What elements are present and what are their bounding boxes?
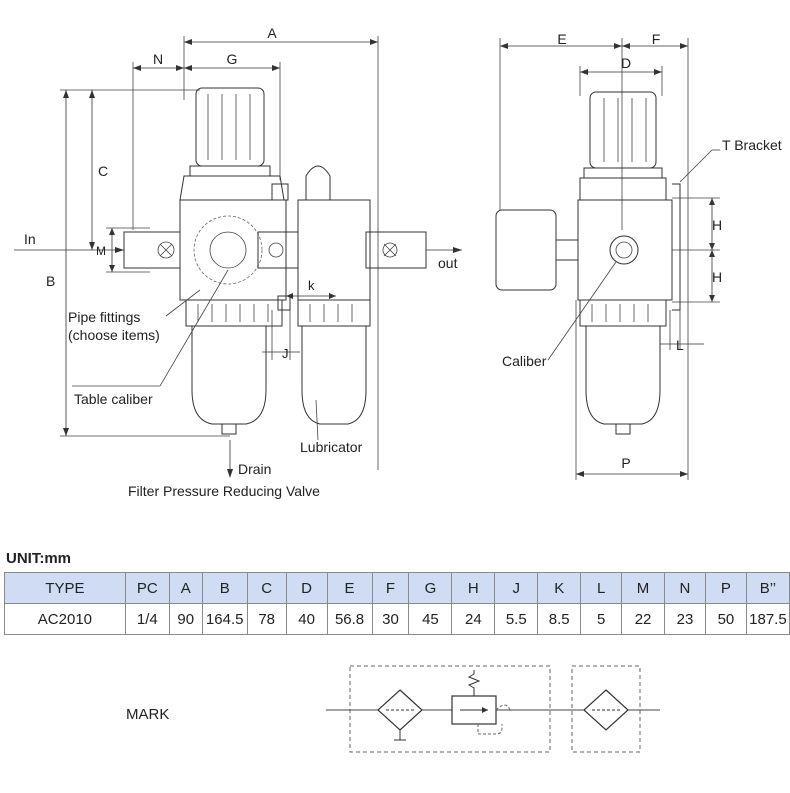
table-header-row: TYPE PC A B C D E F G H J K L M N P B’’: [4, 572, 790, 604]
dim-label-p: P: [621, 455, 630, 471]
table-header-cell: G: [408, 572, 453, 604]
table-cell: 45: [408, 603, 453, 635]
lubricator-label: Lubricator: [300, 439, 363, 455]
side-leader-lines: [547, 149, 720, 361]
dim-label-l: L: [676, 337, 684, 353]
pipe-fittings-sub-label: (choose items): [68, 327, 160, 343]
technical-drawing: A G N C B M k J In out Pipe fittings (ch…: [14, 25, 782, 499]
dim-label-a: A: [267, 25, 277, 41]
table-header-cell: N: [664, 572, 706, 604]
leader-lines: [72, 269, 319, 441]
dim-label-h-upper: H: [712, 217, 722, 233]
table-header-cell: B: [201, 572, 248, 604]
table-cell: 78: [246, 603, 287, 635]
table-header-cell: PC: [124, 572, 170, 604]
dim-label-c: C: [98, 163, 108, 179]
dim-label-h-lower: H: [712, 269, 722, 285]
table-caliber-label: Table caliber: [74, 391, 153, 407]
dim-label-e: E: [557, 31, 566, 47]
spec-table: TYPE PC A B C D E F G H J K L M N P B’’ …: [4, 572, 790, 635]
lubricator-symbol: [583, 689, 629, 731]
filter-symbol: [377, 689, 423, 741]
table-cell: 30: [371, 603, 410, 635]
table-header-cell: H: [451, 572, 496, 604]
dim-label-d: D: [621, 55, 631, 71]
table-header-cell: F: [371, 572, 410, 604]
table-header-cell: K: [537, 572, 582, 604]
lubricator-body: [277, 165, 427, 425]
table-row: AC2010 1/4 90 164.5 78 40 56.8 30 45 24 …: [4, 603, 790, 635]
frl-enclosure: [349, 665, 551, 753]
table-cell: 5: [580, 603, 623, 635]
t-bracket-label: T Bracket: [722, 137, 782, 153]
table-header-cell: D: [285, 572, 328, 604]
regulator-symbol: [451, 670, 511, 735]
dim-label-b: B: [46, 273, 55, 289]
table-cell: AC2010: [4, 603, 126, 635]
table-header-cell: P: [704, 572, 747, 604]
dim-label-f: F: [652, 31, 661, 47]
dim-label-k: k: [308, 278, 315, 293]
mark-label: MARK: [126, 706, 170, 723]
front-dimension-lines: [14, 36, 462, 478]
table-header-cell: B’’: [745, 572, 790, 604]
table-header-cell: L: [580, 572, 623, 604]
dim-label-g: G: [227, 51, 238, 67]
table-cell: 56.8: [326, 603, 373, 635]
dim-label-n: N: [153, 51, 163, 67]
table-cell: 23: [664, 603, 706, 635]
dim-label-j: J: [282, 346, 289, 361]
table-header-cell: TYPE: [4, 572, 126, 604]
table-cell: 90: [168, 603, 203, 635]
side-view-body: [495, 91, 681, 435]
pipe-fittings-label: Pipe fittings: [68, 309, 140, 325]
unit-label: UNIT:mm: [6, 550, 72, 567]
in-label: In: [24, 231, 36, 247]
table-header-cell: A: [168, 572, 203, 604]
table-header-cell: M: [621, 572, 665, 604]
table-cell: 24: [451, 603, 496, 635]
table-cell: 5.5: [494, 603, 539, 635]
table-cell: 8.5: [537, 603, 582, 635]
table-cell: 1/4: [124, 603, 170, 635]
mark-symbol: [326, 665, 660, 753]
drain-label: Drain: [238, 461, 271, 477]
table-header-cell: C: [246, 572, 287, 604]
table-header-cell: E: [326, 572, 373, 604]
table-header-cell: J: [494, 572, 539, 604]
table-cell: 164.5: [201, 603, 248, 635]
out-label: out: [438, 255, 458, 271]
caption-label: Filter Pressure Reducing Valve: [128, 483, 320, 499]
table-cell: 22: [621, 603, 665, 635]
table-cell: 187.5: [745, 603, 790, 635]
filter-regulator-body: [123, 87, 299, 435]
caliber-label: Caliber: [502, 353, 547, 369]
table-cell: 40: [285, 603, 328, 635]
dim-label-m: M: [96, 244, 106, 258]
table-cell: 50: [704, 603, 747, 635]
side-dimension-lines: [499, 38, 720, 480]
